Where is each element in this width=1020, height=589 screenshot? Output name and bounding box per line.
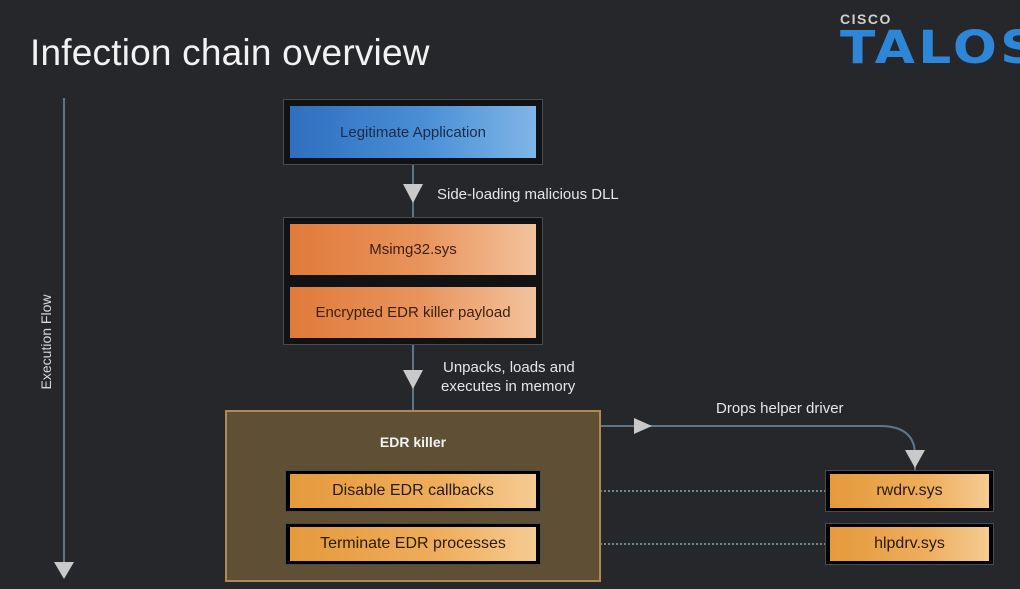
connector-drops-driver <box>601 425 916 470</box>
arrowhead-drops-horizontal <box>634 418 652 434</box>
edr-killer-title: EDR killer <box>379 434 447 450</box>
arrowhead-unpack <box>403 370 423 389</box>
edge-label-unpack-1: Unpacks, loads and <box>443 359 575 376</box>
node-msimg32: Msimg32.sys <box>290 224 536 275</box>
edge-label-unpack-2: executes in memory <box>441 378 576 395</box>
node-hlpdrv: hlpdrv.sys <box>830 527 989 561</box>
node-encrypted-payload: Encrypted EDR killer payload <box>290 287 536 338</box>
node-rwdrv: rwdrv.sys <box>830 474 989 508</box>
edge-label-sideload: Side-loading malicious DLL <box>437 186 619 203</box>
execution-flow-arrowhead <box>54 562 74 579</box>
talos-logo: TALOS <box>840 21 1020 74</box>
arrowhead-drops-down <box>905 450 925 468</box>
node-legitimate-application: Legitimate Application <box>290 106 536 158</box>
edge-label-drops: Drops helper driver <box>716 400 844 417</box>
cisco-logo-text: CISCO <box>840 11 892 27</box>
execution-flow-label: Execution Flow <box>38 294 54 390</box>
arrowhead-sideload <box>403 184 423 203</box>
page-title: Infection chain overview <box>30 32 430 73</box>
node-terminate-processes: Terminate EDR processes <box>290 527 536 561</box>
node-disable-callbacks: Disable EDR callbacks <box>290 474 536 508</box>
